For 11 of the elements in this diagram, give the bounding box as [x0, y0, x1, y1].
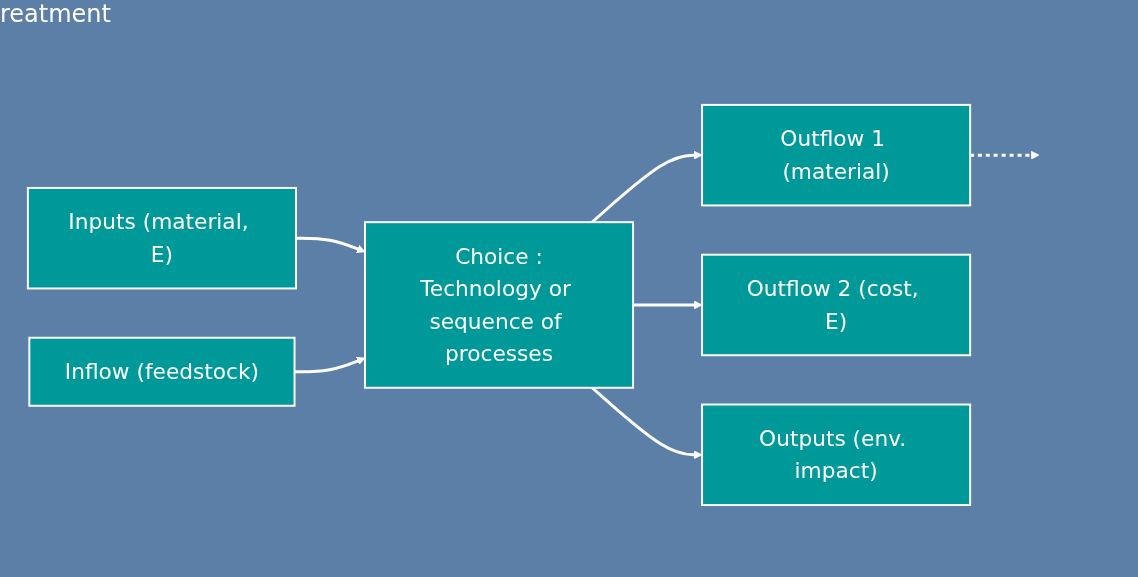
node-box: Outflow 1 (material)	[701, 103, 972, 207]
arrow	[591, 386, 703, 460]
arrow	[633, 300, 703, 310]
node-box: Inflow (feedstock)	[28, 336, 296, 407]
arrow	[591, 150, 703, 224]
node-box: Outflow 2 (cost, E)	[701, 253, 972, 357]
node-box: Choice : Technology or sequence of processes	[364, 221, 635, 389]
arrow	[970, 150, 1040, 160]
node-box: Inputs (material, E)	[26, 186, 297, 290]
node-box: Outputs (env. impact)	[701, 403, 972, 507]
heading-text: reatment	[0, 0, 111, 28]
